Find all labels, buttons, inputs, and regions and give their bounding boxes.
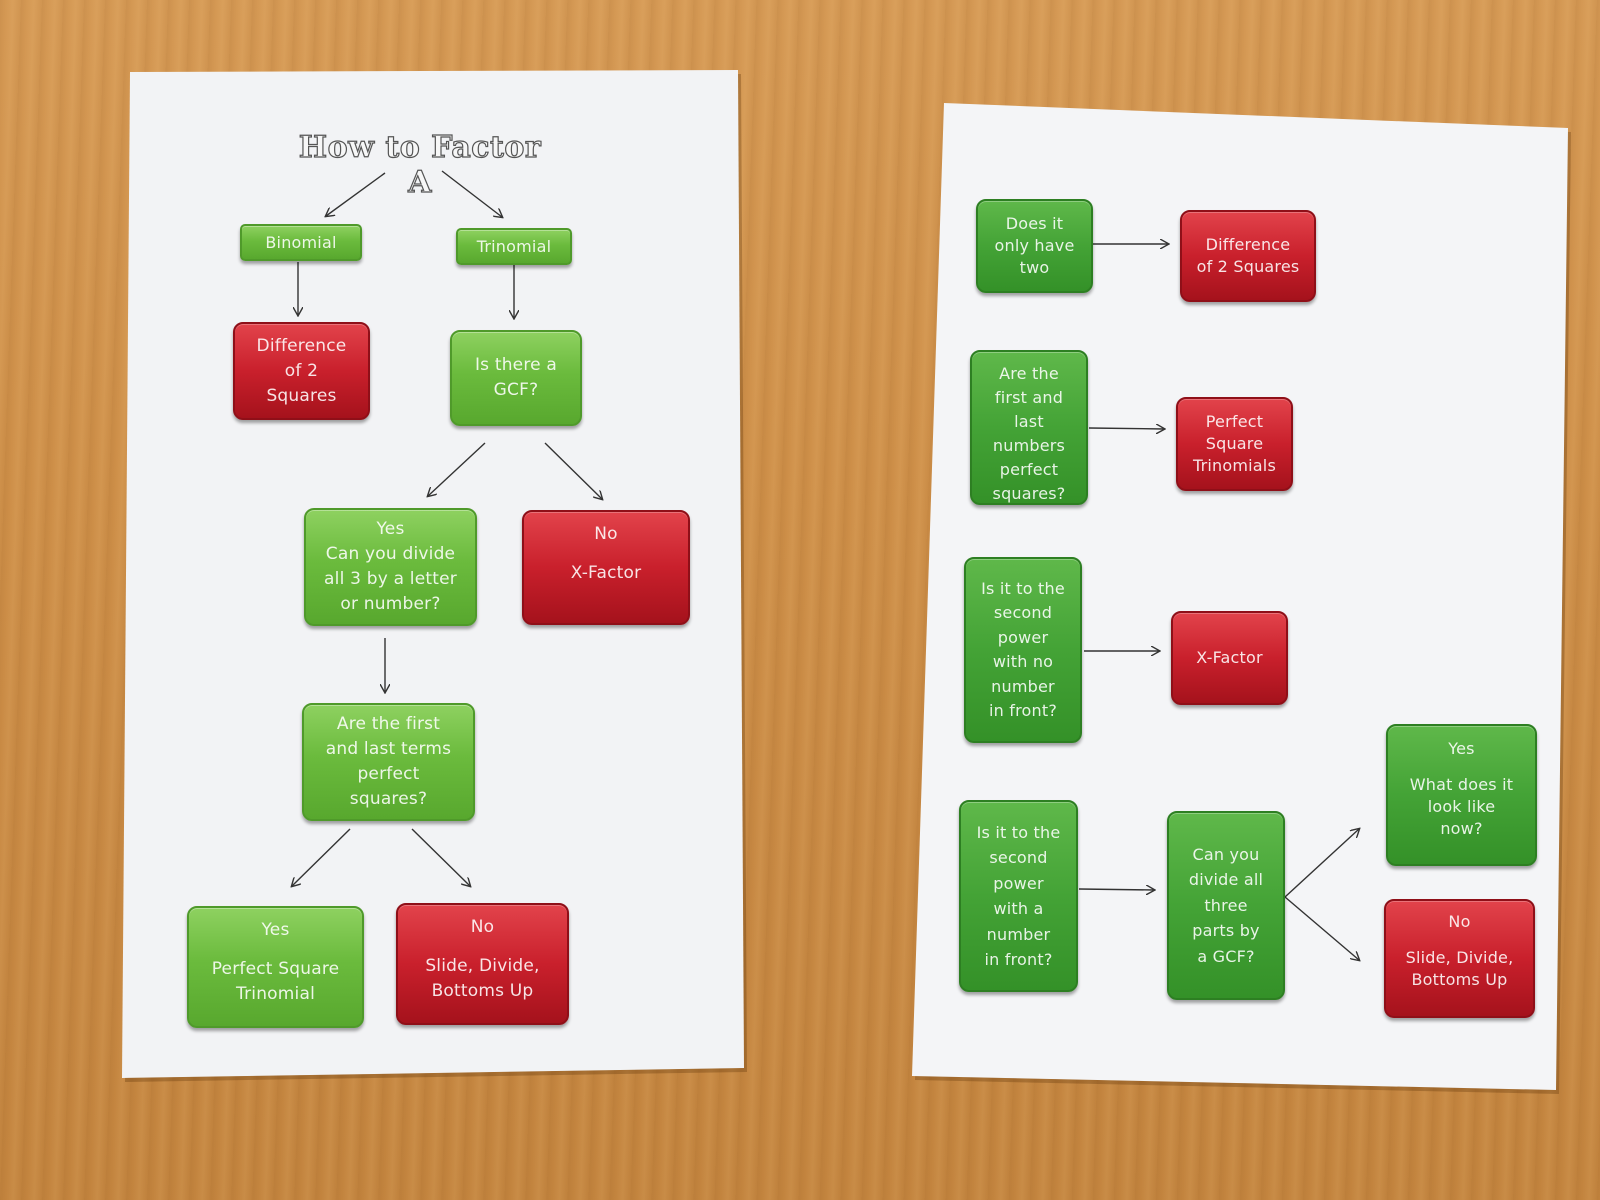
no-sdbu-right-line-1: Slide, Divide, (1405, 948, 1514, 967)
first-last-line-2: first and (994, 388, 1064, 407)
arrow-perfect-no (411, 828, 470, 886)
yes-what-does-it-look-like-box: Yes What does it look like now? (1386, 724, 1537, 866)
arrow-title-trinomial (441, 170, 502, 217)
yes-pst-line-1: Perfect Square (211, 959, 340, 979)
arrow-firstlast-pst (1088, 428, 1164, 429)
spw-line-1: Is it to the (976, 822, 1061, 842)
dg-line-1: Can you (1192, 844, 1260, 864)
arrow-gcf-yes (428, 442, 486, 496)
only-two-question-box: Does it only have two (976, 199, 1093, 293)
diff-line-3: Squares (266, 385, 337, 406)
spw-line-6: in front? (984, 950, 1053, 969)
spw-line-2: second (989, 848, 1048, 867)
spw-line-4: with a (993, 899, 1044, 918)
xfactor-label: X-Factor (1196, 648, 1263, 667)
diff-line-2: of 2 (284, 360, 319, 381)
perfect-line-4: squares? (349, 789, 428, 809)
binomial-box: Binomial (240, 224, 362, 261)
no-sdbu-line-2: Bottoms Up (431, 981, 534, 1001)
only-two-line-1: Does it (1005, 214, 1064, 233)
perfect-square-trinomials-box: Perfect Square Trinomials (1176, 397, 1293, 491)
diff2-line-1: Difference (1205, 235, 1291, 254)
pst-line-2: Square (1205, 434, 1264, 453)
yes-look-line-1: What does it (1409, 775, 1514, 794)
only-two-line-3: two (1019, 258, 1050, 277)
no-sdbu-right-line-2: Bottoms Up (1411, 970, 1508, 989)
perfect-line-1: Are the first (336, 714, 441, 734)
no-xfactor-heading: No (594, 524, 618, 544)
gcf-question-box: Is there a GCF? (450, 330, 582, 426)
spn-line-3: power (997, 627, 1049, 647)
second-power-with-number-box: Is it to the second power with a number … (959, 800, 1078, 992)
yes-look-line-2: look like (1427, 797, 1496, 816)
first-last-line-6: squares? (992, 484, 1066, 503)
pst-line-1: Perfect (1205, 412, 1264, 431)
yes-divide-line-3: or number? (340, 594, 441, 614)
perfect-squares-question-box: Are the first and last terms perfect squ… (302, 703, 475, 821)
spn-line-5: number (991, 676, 1055, 696)
gcf-line-1: Is there a (474, 355, 558, 375)
dg-line-3: three (1204, 895, 1248, 915)
spn-line-4: with no (992, 652, 1054, 671)
no-sdbu-line-1: Slide, Divide, (425, 956, 540, 976)
dg-line-2: divide all (1188, 870, 1264, 890)
arrow-gcf-no (544, 442, 602, 499)
difference-of-squares-box: Difference of 2 Squares (233, 322, 370, 420)
spw-line-5: number (986, 924, 1051, 944)
page-title: How to Factor A (298, 129, 542, 200)
gcf-line-2: GCF? (493, 380, 539, 400)
spn-line-6: in front? (988, 701, 1058, 720)
arrow-gcf-yes-right (1284, 829, 1359, 898)
divide-gcf-question-box: Can you divide all three parts by a GCF? (1167, 811, 1285, 1000)
first-last-question-box: Are the first and last numbers perfect s… (970, 350, 1088, 505)
difference-of-2-squares-box: Difference of 2 Squares (1180, 210, 1316, 302)
no-sdbu-right-heading: No (1448, 912, 1471, 931)
no-slide-divide-box: No Slide, Divide, Bottoms Up (396, 903, 569, 1025)
diff2-line-2: of 2 Squares (1196, 257, 1300, 276)
first-last-line-3: last (1014, 412, 1044, 431)
second-power-no-number-box: Is it to the second power with no number… (964, 557, 1082, 743)
no-sdbu-heading: No (470, 917, 495, 937)
diff-line-1: Difference (256, 335, 347, 356)
yes-divide-heading: Yes (376, 519, 405, 539)
spn-line-1: Is it to the (981, 578, 1065, 598)
yes-perfect-square-trinomial-box: Yes Perfect Square Trinomial (187, 906, 364, 1028)
perfect-line-2: and last terms (325, 739, 452, 759)
spw-line-3: power (993, 873, 1044, 893)
yes-pst-heading: Yes (261, 920, 290, 940)
pst-line-3: Trinomials (1193, 456, 1276, 475)
spn-line-2: second (993, 603, 1053, 622)
arrow-gcf-no-right (1284, 896, 1359, 960)
first-last-line-5: perfect (999, 460, 1059, 479)
dg-line-5: a GCF? (1197, 946, 1255, 966)
yes-look-heading: Yes (1448, 739, 1475, 758)
arrow-withnumber-gcf (1078, 889, 1154, 890)
no-slide-divide-right-box: No Slide, Divide, Bottoms Up (1384, 899, 1535, 1018)
arrow-title-binomial (326, 172, 386, 216)
trinomial-label: Trinomial (476, 236, 552, 256)
yes-pst-line-2: Trinomial (236, 984, 315, 1004)
perfect-line-3: perfect (357, 764, 420, 784)
xfactor-box: X-Factor (1171, 611, 1288, 705)
yes-divide-line-1: Can you divide (325, 544, 456, 564)
first-last-line-4: numbers (992, 436, 1066, 455)
yes-divide-box: Yes Can you divide all 3 by a letter or … (304, 508, 477, 626)
yes-look-line-3: now? (1440, 819, 1483, 838)
arrow-perfect-yes (292, 828, 351, 886)
first-last-line-1: Are the (999, 364, 1059, 383)
no-xfactor-box: No X-Factor (522, 510, 690, 625)
no-xfactor-body: X-Factor (570, 563, 642, 583)
only-two-line-2: only have (994, 236, 1075, 255)
binomial-label: Binomial (265, 232, 337, 252)
dg-line-4: parts by (1192, 921, 1260, 941)
yes-divide-line-2: all 3 by a letter (324, 569, 457, 589)
trinomial-box: Trinomial (456, 228, 572, 265)
